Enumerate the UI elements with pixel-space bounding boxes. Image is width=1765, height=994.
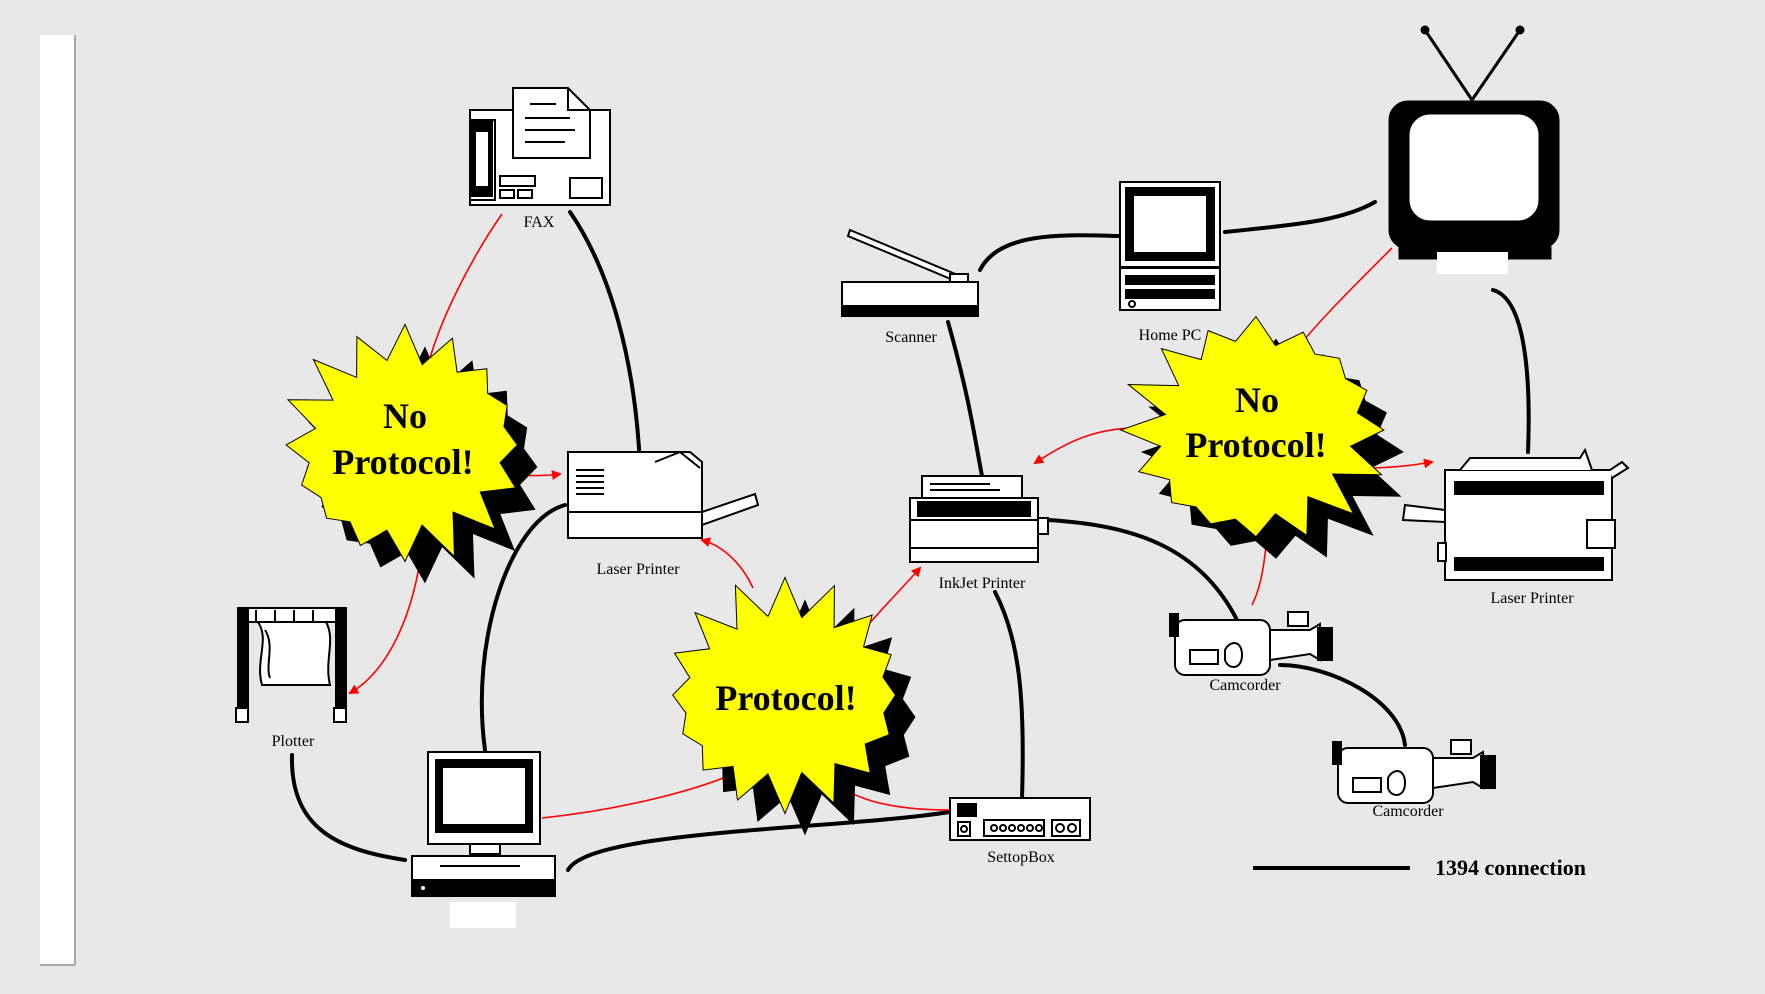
plotter-label: Plotter (272, 733, 315, 750)
connection-fax-laser (568, 210, 642, 467)
burst-right-line1: No (1235, 380, 1279, 420)
camcorder-2-label: Camcorder (1372, 803, 1444, 820)
tv-label-box (1437, 252, 1508, 274)
fax-label: FAX (524, 214, 555, 231)
settop-box-label: SettopBox (987, 849, 1055, 866)
legend-label: 1394 connection (1435, 855, 1586, 880)
connection-pc-settop (566, 810, 952, 872)
connection-tv-laser-right (1491, 288, 1531, 454)
burst-center-line1: Protocol! (715, 678, 856, 718)
arrow-protocol-laser (700, 537, 754, 589)
settop-box-icon (949, 797, 1091, 841)
burst-right-line2: Protocol! (1185, 425, 1326, 465)
pc-label-box (450, 902, 516, 928)
burst-center-star (672, 576, 897, 815)
laser-printer-right-label: Laser Printer (1490, 590, 1574, 607)
camcorder-1-icon (1169, 611, 1333, 676)
burst-left-star (285, 323, 519, 563)
burst-right-star (1119, 315, 1385, 538)
laser-printer-left-label: Laser Printer (596, 561, 680, 578)
tv-icon (1388, 25, 1560, 260)
connection-homepc-tv (1223, 200, 1377, 234)
camcorder-1-label: Camcorder (1209, 677, 1281, 694)
camcorder-2-icon (1332, 739, 1496, 804)
connection-laser-pc (479, 503, 567, 752)
laser-printer-left-icon (567, 450, 760, 539)
arrow-fax-burst (427, 213, 503, 366)
home-pc-icon (1119, 181, 1221, 311)
plotter-icon (235, 607, 347, 723)
inkjet-printer-icon (909, 475, 1049, 563)
connection-camcorder-camcorder (1278, 663, 1407, 747)
connection-plotter-pc (289, 753, 407, 862)
left-margin-strip (40, 35, 75, 965)
connections (289, 200, 1531, 872)
scanner-label: Scanner (885, 329, 937, 346)
connection-scanner-homepc (978, 233, 1122, 272)
burst-no-protocol-left (285, 323, 538, 584)
connection-inkjet-camcorder (1046, 518, 1240, 624)
home-pc-label: Home PC (1139, 327, 1202, 344)
scanner-icon (841, 228, 979, 317)
burst-protocol-center (672, 576, 916, 836)
pc-icon (411, 751, 556, 897)
burst-no-protocol-right (1119, 315, 1404, 559)
fax-icon (469, 87, 611, 206)
connection-scanner-inkjet (946, 320, 984, 478)
arrow-protocol-inkjet (867, 566, 922, 626)
arrow-tv-burst (1299, 247, 1393, 346)
burst-left-line2: Protocol! (332, 442, 473, 482)
burst-left-line1: No (383, 396, 427, 436)
connection-settop-inkjet (993, 590, 1025, 800)
inkjet-printer-label: InkJet Printer (939, 575, 1026, 592)
legend: 1394 connection (1253, 855, 1586, 880)
laser-printer-right-icon (1401, 447, 1630, 581)
